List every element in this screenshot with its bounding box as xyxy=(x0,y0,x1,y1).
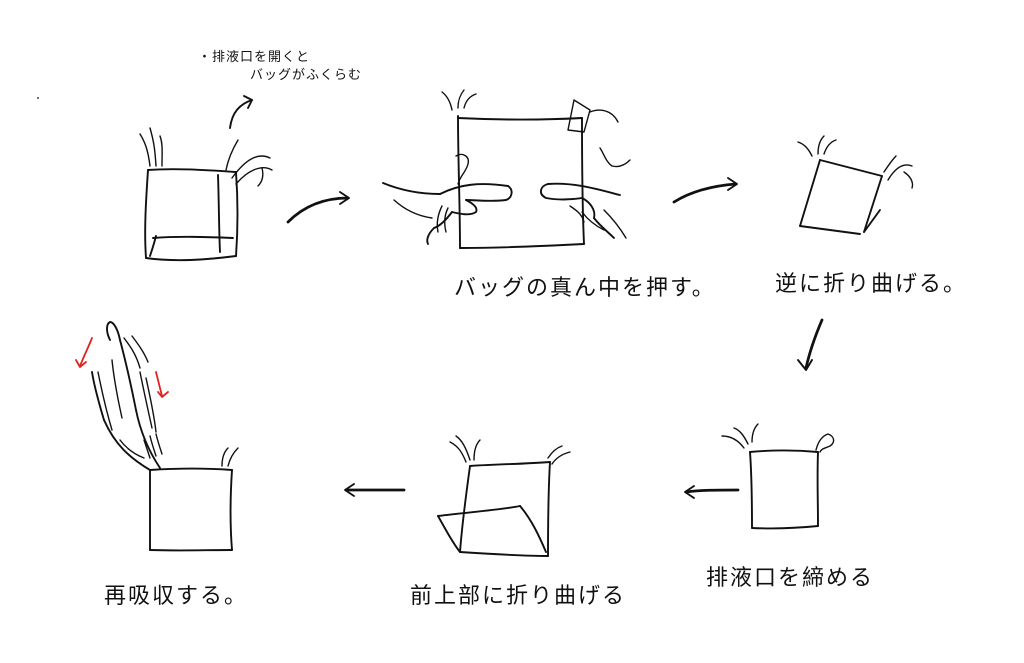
arrow-step1-to-step2 xyxy=(286,191,350,224)
arrow-step3-to-step4 xyxy=(797,318,824,371)
fold-upper-front-sketch xyxy=(437,435,571,557)
press-middle-sketch xyxy=(382,89,631,249)
fold-reverse-sketch xyxy=(797,135,914,235)
arrow-step5-to-step6 xyxy=(344,483,406,497)
arrow-step2-to-step3 xyxy=(672,177,738,204)
step-label-fold-upper-front: 前上部に折り曲げる xyxy=(410,584,627,609)
step-label-close-drain: 排液口を締める xyxy=(706,566,875,591)
drain-hint-line2: バッグがふくらむ xyxy=(250,68,363,83)
drain-hint-line1: ・排液口を開くと xyxy=(198,50,311,65)
bag-open-drain-sketch xyxy=(139,95,273,262)
step-label-reabsorb: 再吸収する。 xyxy=(104,584,249,609)
close-drain-sketch xyxy=(721,423,835,530)
step-label-fold-reverse: 逆に折り曲げる。 xyxy=(775,272,968,297)
speck-mark xyxy=(37,97,39,99)
reabsorb-sketch xyxy=(75,321,239,552)
step-label-press-middle: バッグの真ん中を押す。 xyxy=(454,276,716,301)
arrow-step4-to-step5 xyxy=(684,485,740,499)
